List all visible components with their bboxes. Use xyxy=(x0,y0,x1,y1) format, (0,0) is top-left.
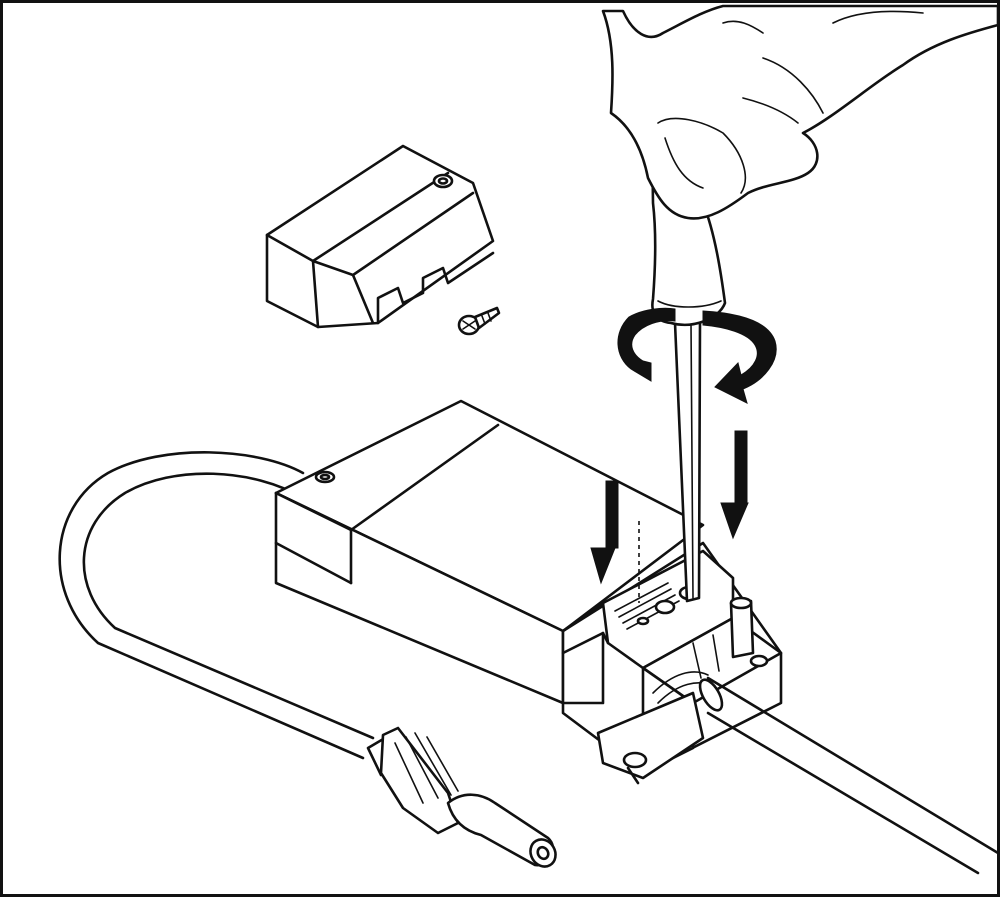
driver-box xyxy=(274,399,705,705)
mains-cable xyxy=(698,676,1000,875)
terminal-cover xyxy=(265,144,495,329)
screw xyxy=(457,306,501,336)
installation-diagram xyxy=(58,4,1000,875)
down-arrow-left xyxy=(590,480,619,585)
rotation-arrow xyxy=(617,307,777,404)
dc-cable xyxy=(58,451,375,760)
dc-plug xyxy=(366,726,557,868)
terminal-block xyxy=(561,541,783,785)
down-arrow-right xyxy=(720,430,749,540)
hand xyxy=(601,4,1000,220)
